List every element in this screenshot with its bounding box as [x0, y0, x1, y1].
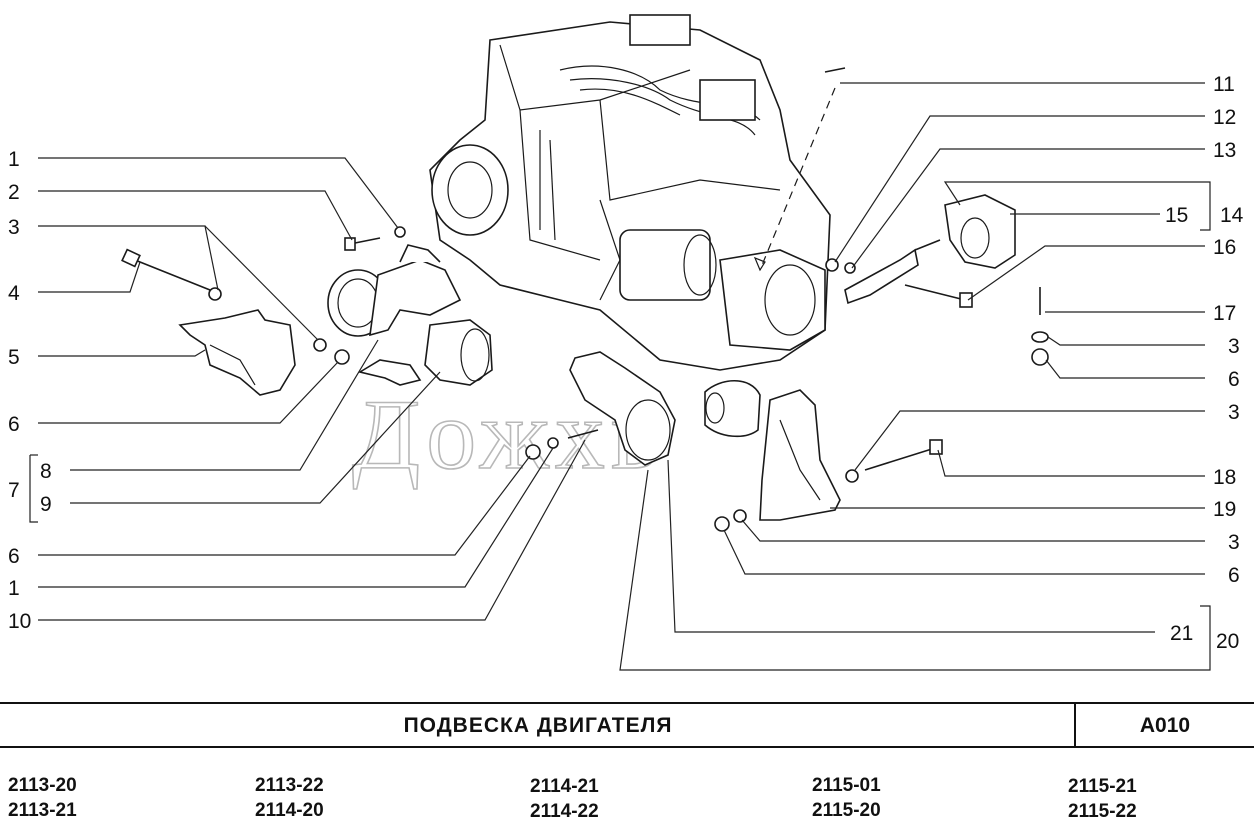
callout-17: 17: [1213, 302, 1236, 325]
model-code: 2115-01: [812, 775, 881, 796]
callout-3-right-a: 3: [1228, 335, 1240, 358]
callout-19: 19: [1213, 498, 1236, 521]
callout-14: 14: [1220, 204, 1244, 227]
model-code: 2113-22: [255, 775, 324, 796]
model-code: 2114-20: [255, 800, 324, 821]
model-code: 2113-20: [8, 775, 77, 796]
title-divider: [1074, 704, 1076, 746]
center-mount-parts: [525, 351, 761, 466]
callout-10: 10: [8, 610, 31, 633]
callout-21: 21: [1170, 622, 1193, 645]
title-block: ПОДВЕСКА ДВИГАТЕЛЯ А010: [0, 702, 1254, 748]
callout-9: 9: [40, 493, 52, 516]
engine-assembly-illustration: [429, 14, 831, 371]
model-code: 2115-20: [812, 800, 881, 821]
left-mount-parts: [121, 226, 493, 396]
callout-4: 4: [8, 282, 20, 305]
callout-3-right-c: 3: [1228, 531, 1240, 554]
callout-6-right-b: 6: [1228, 564, 1240, 587]
model-code: 2114-21: [530, 776, 599, 797]
model-code: 2113-21: [8, 800, 77, 821]
callout-15: 15: [1165, 204, 1188, 227]
callout-11: 11: [1213, 73, 1235, 96]
callout-1-lower: 1: [8, 577, 20, 600]
callout-6-lower: 6: [8, 545, 20, 568]
callout-20: 20: [1216, 630, 1239, 653]
callout-13: 13: [1213, 139, 1236, 162]
model-code: 2115-21: [1068, 776, 1137, 797]
engine-mount-diagram: Дожхь: [8, 14, 1244, 671]
callout-labels: 1 2 3 4 5 6 7 8 9 6 1 10 11 12 13 14 15 …: [8, 73, 1244, 653]
callout-7: 7: [8, 479, 20, 502]
callout-16: 16: [1213, 236, 1236, 259]
model-code: 2115-22: [1068, 801, 1137, 822]
leader-lines: [29, 82, 1211, 671]
callout-8: 8: [40, 460, 52, 483]
diagram-code: А010: [1139, 714, 1191, 737]
callout-3: 3: [8, 216, 20, 239]
callout-3-right-b: 3: [1228, 401, 1240, 424]
callout-12: 12: [1213, 106, 1236, 129]
model-code: 2114-22: [530, 801, 599, 822]
callout-2: 2: [8, 181, 20, 204]
diagram-title: ПОДВЕСКА ДВИГАТЕЛЯ: [403, 714, 673, 737]
callout-6-right-a: 6: [1228, 368, 1240, 391]
callout-18: 18: [1213, 466, 1236, 489]
callout-6: 6: [8, 413, 20, 436]
callout-5: 5: [8, 346, 20, 369]
callout-1: 1: [8, 148, 20, 171]
